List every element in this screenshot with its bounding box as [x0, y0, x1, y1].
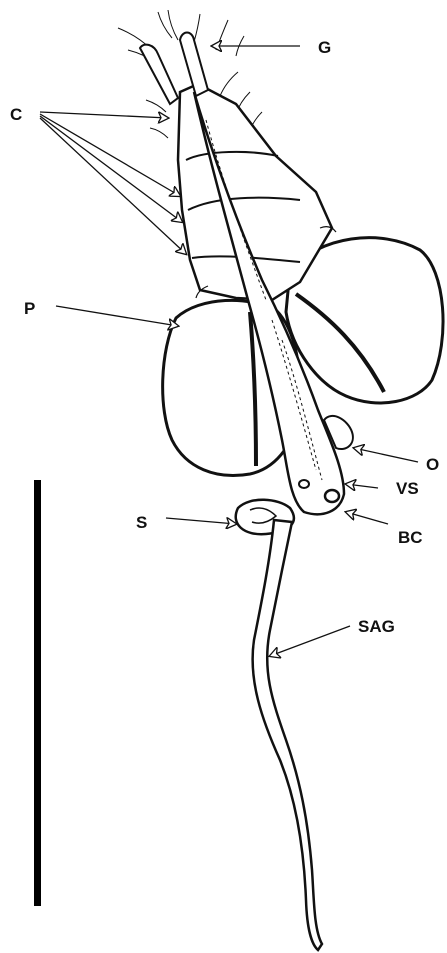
genitalia-tip-left [140, 45, 178, 104]
arrow-sag [270, 626, 350, 656]
scale-bar [34, 480, 41, 906]
arrow-bc [346, 512, 388, 524]
label-c: C [10, 105, 22, 124]
label-s: S [136, 513, 147, 532]
label-sag: SAG [358, 617, 395, 636]
arrow-c-1 [40, 112, 168, 118]
arrow-o [354, 448, 418, 462]
arrow-p [56, 306, 178, 326]
genitalia-tip-right [180, 33, 208, 97]
arrow-vs [346, 484, 378, 488]
label-vs: VS [396, 479, 419, 498]
vesicle [325, 490, 339, 502]
label-o: O [426, 455, 439, 474]
label-p: P [24, 299, 35, 318]
label-g: G [318, 38, 331, 57]
accessory-gland [253, 520, 322, 950]
arrow-s [166, 518, 236, 524]
label-bc: BC [398, 528, 423, 547]
